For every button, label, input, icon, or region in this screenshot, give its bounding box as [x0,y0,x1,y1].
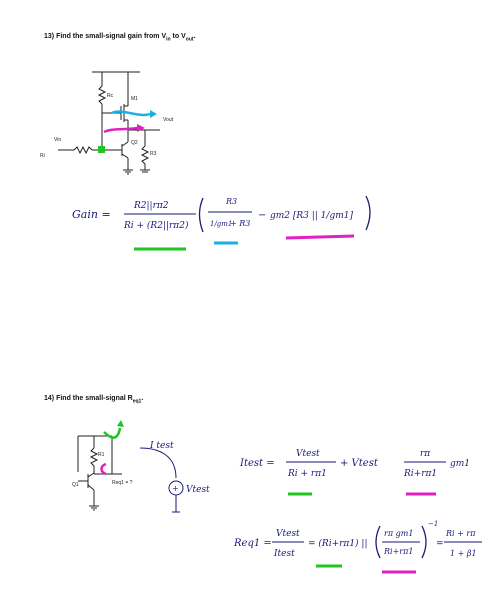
circuit-13 [58,71,160,175]
r3-label: R3 [150,151,157,157]
req-label: Req1 = ? [112,480,133,486]
q2-label: Q2 [131,140,138,146]
vtest-label: Vtest [186,485,210,495]
vout-label: Vout [163,117,174,123]
problem-14-heading: 14) Find the small-signal Req1. [44,395,144,405]
svg-text:Ri + rπ1: Ri + rπ1 [287,469,327,479]
svg-text:Req1 =: Req1 = [233,538,272,549]
magenta-underline-1 [285,234,355,240]
minus-sign: − [258,210,266,221]
svg-text:+: + [172,484,179,493]
node-marker [98,146,105,153]
ri-label: Ri [40,153,45,159]
r1-label: R1 [98,452,105,458]
magenta-arrow [100,462,107,476]
svg-text:rπ gm1: rπ gm1 [384,529,413,538]
frac1-numerator: R2||rπ2 [133,201,169,211]
circuit-14 [77,435,122,511]
svg-text:Itest: Itest [273,549,295,559]
vin-label: Vin [54,137,61,143]
svg-text:=: = [436,539,444,549]
frac2-denominator-b: + R3 [230,219,250,228]
itest-label: I test [149,441,174,451]
green-arrow [103,427,122,439]
svg-text:1 + β1: 1 + β1 [450,549,477,558]
req-equation: Req1 = Vtest Itest = (Ri+rπ1) || rπ gm1 … [233,492,482,574]
svg-text:−1: −1 [428,520,438,528]
svg-text:Vtest: Vtest [276,529,300,539]
svg-text:gm1: gm1 [450,459,470,469]
gain-label: Gain = [72,208,111,221]
svg-text:rπ: rπ [420,449,431,459]
gain-equation: Gain = R2||rπ2 Ri + (R2||rπ2) R3 1/gm1 +… [72,195,371,251]
frac2-numerator: R3 [225,197,237,206]
svg-text:Ri+rπ1: Ri+rπ1 [403,469,437,479]
svg-text:+ Vtest: + Vtest [340,458,379,469]
svg-text:= (Ri+rπ1) ||: = (Ri+rπ1) || [308,538,368,549]
frac2-denominator-a: 1/gm1 [210,220,232,228]
cyan-current-arrow [111,110,151,117]
frac1-denominator: Ri + (R2||rπ2) [123,220,189,231]
bracket-term: gm2 [R3 || 1/gm1] [270,211,353,221]
test-source [139,447,184,513]
itest-equation: Itest = Vtest Ri + rπ1 + Vtest rπ Ri+rπ1… [239,449,470,479]
svg-text:Ri + rπ: Ri + rπ [445,529,476,538]
q1-label: Q1 [72,482,79,488]
svg-text:Ri+rπ1: Ri+rπ1 [383,547,413,556]
problem-13-heading: 13) Find the small-signal gain from Vin … [44,33,196,43]
svg-text:Itest =: Itest = [239,458,275,469]
rc-label: Rc [107,93,114,99]
svg-text:Vtest: Vtest [296,449,320,459]
m1-label: M1 [131,96,138,102]
magenta-current-arrow [103,126,139,134]
